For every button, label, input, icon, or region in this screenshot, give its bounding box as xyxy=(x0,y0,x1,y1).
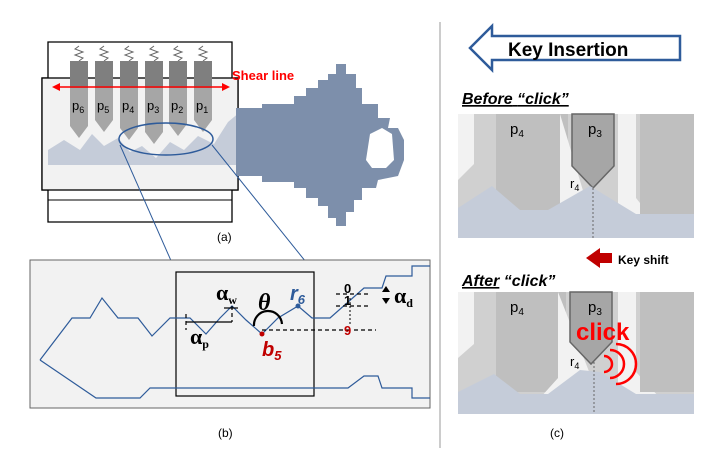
zoom-box xyxy=(175,271,315,397)
depth-0-label: 0 xyxy=(344,281,351,296)
before-p4-label: p4 xyxy=(510,121,524,140)
before-p3-label: p3 xyxy=(588,121,602,140)
shear-line-label: Shear line xyxy=(232,68,294,83)
before-heading: Before “click” xyxy=(462,91,569,108)
b5-point xyxy=(259,331,265,337)
r6-label: r6 xyxy=(290,283,306,307)
key-shift-label: Key shift xyxy=(618,253,669,267)
key-bow xyxy=(236,64,404,226)
dimension-lines xyxy=(185,293,376,331)
key-shift-arrow xyxy=(586,248,612,268)
b5-label: b5 xyxy=(262,339,282,363)
alpha-d-arrow-down xyxy=(382,298,390,304)
alpha-d-label: αd xyxy=(394,283,413,310)
panel-a: Shear line p6 p5 p4 p3 p2 p1 (a) xyxy=(41,41,404,244)
r6-point xyxy=(295,303,301,309)
key-bow-hole xyxy=(366,128,394,168)
zoom-line-left xyxy=(119,144,177,273)
zoom-ellipse xyxy=(118,122,214,156)
depth-9-label: 9 xyxy=(344,323,351,338)
after-p4-label: p4 xyxy=(510,299,524,318)
caption-c: (c) xyxy=(550,426,564,440)
after-r4-label: r4 xyxy=(570,354,579,371)
theta-label: θ xyxy=(258,290,271,316)
shear-line-arrow-right xyxy=(222,83,230,91)
after-heading: After “click” xyxy=(461,273,555,290)
theta-arc xyxy=(252,309,284,327)
click-label: click xyxy=(576,319,630,346)
after-image xyxy=(458,291,694,414)
key-insertion-arrow xyxy=(468,22,682,74)
key-outline xyxy=(39,265,430,399)
alpha-w-label: αw xyxy=(216,280,237,307)
key-insertion-label: Key Insertion xyxy=(508,40,628,61)
panel-c: Key Insertion Before “click” p4 p3 r4 Ke… xyxy=(458,22,694,440)
depth-1-label: 1 xyxy=(344,293,351,308)
driver-pins xyxy=(70,61,212,88)
springs xyxy=(73,45,209,62)
shear-line-arrow-left xyxy=(52,83,60,91)
alpha-d-arrow-up xyxy=(382,286,390,292)
zoom-line-right xyxy=(211,144,315,273)
panel-b: αw αp θ r6 b5 0 1 9 αd (b) xyxy=(29,259,431,440)
caption-b: (b) xyxy=(218,426,233,440)
click-waves xyxy=(603,342,638,386)
after-p3-label: p3 xyxy=(588,299,602,318)
caption-a: (a) xyxy=(217,230,232,244)
alpha-p-label: αp xyxy=(190,324,209,351)
before-image xyxy=(458,113,694,238)
before-r4-label: r4 xyxy=(570,176,579,193)
